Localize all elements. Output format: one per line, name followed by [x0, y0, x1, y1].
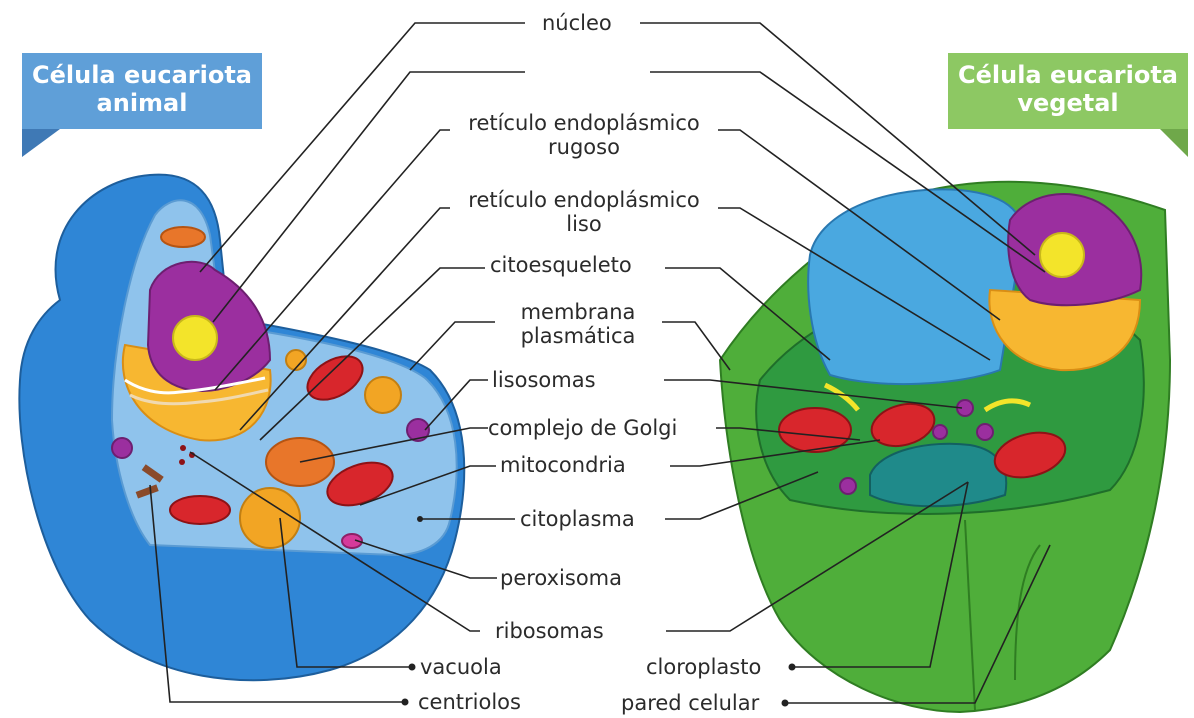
animal-ribosome [180, 445, 186, 451]
banner-animal-line2: animal [96, 89, 188, 117]
leader-lines [149, 22, 1051, 704]
plant-cell [718, 180, 1172, 714]
leader-golgi-right [716, 427, 861, 441]
label-membrana-line1: membrana [520, 300, 636, 324]
leader-rer-right [718, 129, 1001, 321]
banner-plant-line1: Célula eucariota [958, 61, 1178, 89]
label-ribosomas: ribosomas [495, 619, 604, 643]
leader-dots [401, 516, 796, 707]
plant-mitochondria-3 [993, 431, 1067, 479]
label-citoplasma: citoplasma [520, 507, 635, 531]
label-nucleo: núcleo [542, 11, 612, 35]
animal-er-2 [129, 388, 269, 406]
plant-wall-line [964, 519, 976, 711]
leader-dot [788, 663, 796, 671]
banner-animal: Célula eucariota animal [22, 53, 262, 129]
label-lisosomas: lisosomas [492, 368, 596, 392]
label-pared-celular: pared celular [621, 691, 760, 715]
label-membrana: membrana plasmática [495, 300, 661, 348]
leader-peroxisoma [354, 539, 497, 579]
leader-lisosomas-right [664, 379, 963, 409]
plant-wall-line-2 [1014, 544, 1041, 681]
animal-ribosome [179, 459, 185, 465]
animal-vacuole-2 [364, 376, 402, 414]
leader-ribosomas-left [189, 451, 480, 632]
leader-rer-left [214, 129, 450, 391]
leader-lisosomas-left [424, 379, 488, 431]
animal-peroxisome [341, 533, 363, 549]
leader-citoplasma-right [665, 471, 819, 520]
leader-unlabeled-right [650, 71, 1046, 273]
plant-lysosome-4 [932, 424, 948, 440]
leader-cloroplasto [792, 481, 969, 668]
plant-golgi [983, 398, 1032, 413]
banner-animal-tail [22, 129, 60, 157]
banner-plant-tail [1160, 129, 1188, 157]
banner-plant: Célula eucariota vegetal [948, 53, 1188, 129]
leader-rel-right [718, 207, 991, 361]
leader-dot [401, 698, 409, 706]
leader-unlabeled-left [212, 71, 525, 323]
label-citoesqueleto: citoesqueleto [490, 253, 632, 277]
leader-ribosomas-right [666, 481, 969, 632]
leader-dot [408, 663, 416, 671]
animal-golgi-top [160, 226, 206, 248]
leader-golgi-left [299, 427, 488, 463]
leader-vacuola [279, 517, 412, 668]
animal-centriole-1 [141, 464, 164, 483]
animal-er [124, 376, 266, 395]
label-rer-line2: rugoso [548, 135, 620, 159]
banner-plant-line2: vegetal [1017, 89, 1119, 117]
animal-vacuole-1 [239, 487, 301, 549]
plant-mitochondria-1 [778, 407, 852, 453]
label-membrana-line2: plasmática [520, 324, 636, 348]
label-mitocondria: mitocondria [500, 453, 626, 477]
plant-vacuole [807, 188, 1024, 386]
label-golgi: complejo de Golgi [488, 416, 678, 440]
label-rel-line1: retículo endoplásmico [468, 188, 700, 212]
animal-lysosome-2 [111, 437, 133, 459]
banner-animal-line1: Célula eucariota [32, 61, 252, 89]
plant-lysosome-3 [839, 477, 857, 495]
leader-dot [417, 516, 423, 522]
label-centriolos: centriolos [418, 690, 521, 714]
animal-centriole-2 [135, 484, 159, 499]
animal-mitochondria-3 [169, 495, 231, 525]
animal-vacuole-3 [285, 349, 307, 371]
animal-nucleolus [172, 315, 218, 361]
plant-lysosome-2 [976, 423, 994, 441]
leader-citoesqueleto-right [665, 267, 831, 361]
leader-pared-celular [785, 544, 1051, 704]
leader-membrana-left [409, 321, 495, 371]
plant-mitochondria-2 [870, 402, 936, 448]
leader-nucleo-right [640, 22, 1036, 256]
label-vacuola: vacuola [420, 655, 502, 679]
label-rel: retículo endoplásmico liso [450, 188, 718, 236]
plant-nucleolus [1039, 232, 1085, 278]
plant-golgi-2 [823, 382, 860, 412]
label-rel-line2: liso [566, 212, 602, 236]
animal-lysosome-1 [406, 418, 430, 442]
leader-dot [781, 699, 789, 707]
plant-nucleus-envelope [988, 288, 1142, 372]
leader-membrana-right [662, 321, 731, 371]
label-cloroplasto: cloroplasto [646, 655, 762, 679]
leader-rel-left [239, 207, 450, 431]
label-peroxisoma: peroxisoma [500, 566, 623, 590]
leader-nucleo-left [199, 22, 525, 273]
leader-centriolos [149, 484, 405, 703]
leader-mitocondria-left [359, 465, 496, 506]
leader-citoesqueleto-left [259, 267, 485, 441]
leader-mitocondria-right [670, 439, 881, 467]
label-rer: retículo endoplásmico rugoso [450, 111, 718, 159]
label-rer-line1: retículo endoplásmico [468, 111, 700, 135]
